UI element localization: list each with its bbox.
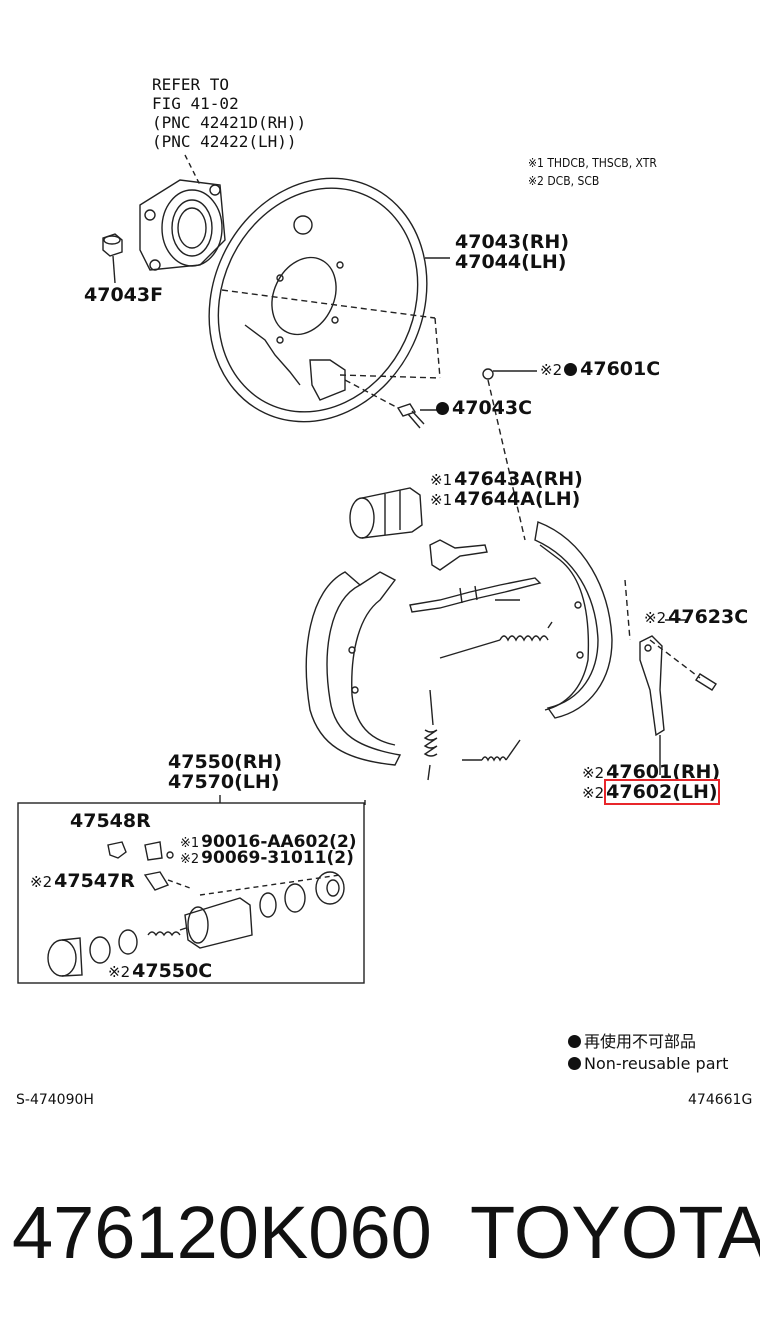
- mark-1: ※1: [430, 471, 453, 489]
- return-spring: [439, 621, 553, 659]
- caption-brand: TOYOTA: [470, 1191, 760, 1274]
- non-reusable-dot-icon: [436, 402, 449, 415]
- note-1: ※1 THDCB, THSCB, XTR: [528, 156, 657, 170]
- hub-bearing: [139, 154, 226, 271]
- part-47550-rh[interactable]: 47550(RH): [168, 751, 282, 773]
- part-47601-rh-label: 47601(RH): [606, 761, 721, 783]
- legend-jp-text: 再使用不可部品: [584, 1032, 697, 1051]
- lever: [429, 539, 488, 571]
- part-47043-rh[interactable]: 47043(RH): [455, 231, 569, 253]
- part-47644a-label: 47644A(LH): [454, 488, 581, 510]
- part-90016-label: 90016-AA602(2): [201, 832, 357, 852]
- mark-1: ※1: [430, 491, 453, 509]
- mark-2: ※2: [582, 764, 605, 782]
- refer-line-2: FIG 41-02: [152, 94, 239, 113]
- part-47643a-label: 47643A(RH): [454, 468, 583, 490]
- part-47043c-label: 47043C: [452, 397, 533, 419]
- mark-2: ※2: [180, 852, 200, 867]
- pin: [482, 368, 537, 541]
- part-47044-lh[interactable]: 47044(LH): [455, 251, 567, 273]
- parking-lever: [624, 579, 717, 775]
- backing-plate: [208, 177, 450, 423]
- lower-spring: [462, 739, 521, 762]
- part-90069-label: 90069-31011(2): [201, 848, 354, 868]
- non-reusable-dot-icon: [568, 1035, 581, 1048]
- mark-2: ※2: [540, 361, 563, 379]
- mark-2: ※2: [644, 609, 667, 627]
- legend-jp: 再使用不可部品: [568, 1034, 696, 1050]
- part-47043c[interactable]: 47043C: [436, 399, 532, 418]
- part-47043f[interactable]: 47043F: [84, 284, 164, 306]
- part-47601c-label: 47601C: [580, 358, 661, 380]
- adjuster: [409, 577, 542, 613]
- legend-en-text: Non-reusable part: [584, 1054, 729, 1073]
- part-47548r[interactable]: 47548R: [70, 810, 151, 832]
- wheel-cylinder-parts: [47, 841, 345, 977]
- part-47547r-label: 47547R: [54, 870, 135, 892]
- mark-1: ※1: [180, 836, 200, 851]
- part-47602-lh-highlighted: 47602(LH): [604, 779, 720, 805]
- hold-down-spring: [423, 689, 438, 781]
- caption-part-number: 476120K060: [12, 1191, 432, 1274]
- bolt: [344, 379, 440, 429]
- wheel-cylinder-box: [17, 802, 365, 984]
- refer-line-1: REFER TO: [152, 75, 230, 94]
- hub-nut: [102, 233, 123, 284]
- part-47623c-label: 47623C: [668, 606, 749, 628]
- footer-right-code: 474661G: [688, 1092, 753, 1108]
- mark-2: ※2: [30, 873, 53, 891]
- adjuster-cylinder: [349, 487, 423, 539]
- part-47601c[interactable]: ※2 47601C: [540, 360, 660, 379]
- left-shoe: [305, 571, 402, 766]
- non-reusable-dot-icon: [568, 1057, 581, 1070]
- mark-2: ※2: [108, 963, 131, 981]
- refer-line-3: (PNC 42421D(RH)): [152, 113, 307, 132]
- right-shoe: [534, 521, 613, 719]
- mark-2: ※2: [582, 784, 605, 802]
- legend-en: Non-reusable part: [568, 1056, 728, 1072]
- refer-line-4: (PNC 42422(LH)): [152, 132, 297, 151]
- note-2: ※2 DCB, SCB: [528, 174, 600, 188]
- non-reusable-dot-icon: [564, 363, 578, 376]
- part-47550c-label: 47550C: [132, 960, 213, 982]
- footer-left-code: S-474090H: [16, 1092, 94, 1108]
- part-47570-lh[interactable]: 47570(LH): [168, 771, 280, 793]
